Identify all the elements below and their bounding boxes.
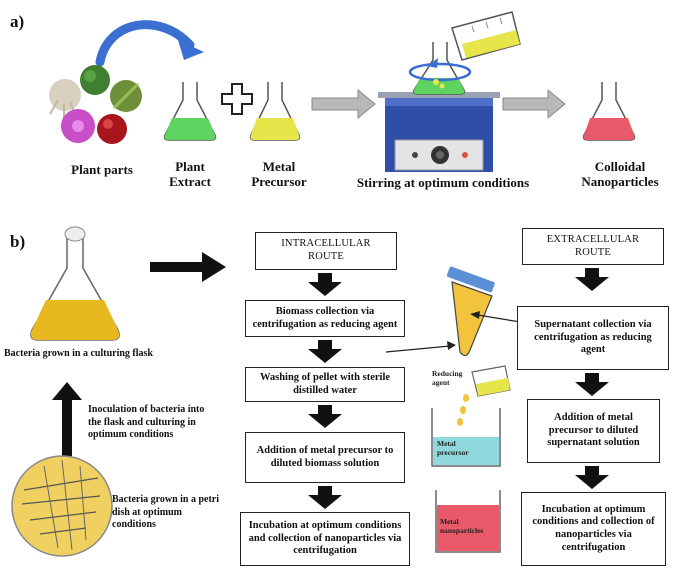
- intra-step-3: Addition of metal precursor to diluted b…: [245, 432, 405, 483]
- hotplate-stirrer: [378, 92, 500, 172]
- label-plant-extract-line1: Plant: [175, 159, 205, 174]
- extra-step-2: Addition of metal precursor to diluted s…: [527, 399, 660, 463]
- intra-step-4: Incubation at optimum conditions and col…: [240, 512, 410, 566]
- metal-precursor-flask: [249, 82, 301, 141]
- tube-to-supernatant-arrow: [477, 314, 521, 323]
- grey-arrow-2: [502, 88, 566, 120]
- metal-nanoparticles-small-line1: Metal: [440, 517, 459, 526]
- intra-step-1: Biomass collection via centrifugation as…: [245, 300, 405, 337]
- label-colloidal-line1: Colloidal: [594, 159, 646, 174]
- metal-nanoparticles-small-line2: nanoparticles: [440, 525, 484, 535]
- intracellular-title: INTRACELLULAR ROUTE: [255, 232, 397, 270]
- petri-caption: Bacteria grown in a petri dish at optimu…: [112, 494, 220, 530]
- intra-arrow-3: [308, 405, 342, 428]
- intracellular-title-line1: INTRACELLULAR: [281, 238, 371, 250]
- label-plant-extract-line2: Extract: [169, 173, 211, 189]
- intra-step-2: Washing of pellet with sterile distilled…: [245, 367, 405, 402]
- extracellular-title-line1: EXTRACELLULAR: [546, 233, 640, 245]
- curved-blue-arrow: [95, 20, 195, 67]
- metal-nanoparticles-small-label: Metal nanoparticles: [440, 517, 500, 535]
- reducing-agent-line2: agent: [432, 377, 450, 387]
- metal-precursor-beaker: [431, 408, 501, 467]
- reducing-agent-line1: Reducing: [432, 369, 463, 378]
- panel-a-label: a): [10, 12, 25, 31]
- label-metal-precursor-line1: Metal: [262, 159, 296, 174]
- plant-parts-image: [49, 65, 142, 144]
- inoculation-caption: Inoculation of bacteria into the flask a…: [88, 404, 205, 440]
- curved-arrow-head: [178, 40, 204, 60]
- extra-step-1: Supernatant collection via centrifugatio…: [517, 306, 669, 370]
- reducing-agent-beaker: [457, 365, 511, 426]
- stirring-flask: [408, 42, 472, 95]
- label-stirring: Stirring at optimum conditions: [356, 175, 530, 190]
- label-colloidal-nanoparticles: Colloidal Nanoparticles: [572, 159, 668, 190]
- extra-arrow-3: [575, 466, 609, 489]
- panel-b-label: b): [10, 232, 26, 251]
- extra-arrow-2: [575, 373, 609, 396]
- culturing-flask: [30, 226, 120, 341]
- label-colloidal-line2: Nanoparticles: [581, 173, 659, 189]
- grey-arrow-1: [311, 88, 376, 120]
- colloidal-nanoparticles-flask: [582, 82, 636, 141]
- metal-precursor-small-line1: Metal: [437, 439, 456, 448]
- plant-extract-flask: [163, 82, 217, 141]
- label-metal-precursor-line2: Precursor: [251, 173, 307, 189]
- label-plant-extract: Plant Extract: [160, 159, 220, 190]
- pouring-beaker: [451, 11, 521, 61]
- metal-precursor-small-line2: precursor: [437, 447, 469, 457]
- plus-sign: [221, 83, 253, 115]
- extracellular-title-line2: ROUTE: [575, 246, 611, 258]
- intra-arrow-4: [308, 486, 342, 509]
- metal-precursor-small-label: Metal precursor: [437, 439, 497, 457]
- flask-caption: Bacteria grown in a culturing flask: [4, 348, 153, 359]
- extra-arrow-1: [575, 268, 609, 291]
- reducing-agent-label: Reducing agent: [432, 369, 472, 387]
- extra-step-3: Incubation at optimum conditions and col…: [521, 492, 666, 566]
- black-arrow-right: [150, 252, 226, 282]
- intra-arrow-2: [308, 340, 342, 363]
- extracellular-title: EXTRACELLULAR ROUTE: [522, 228, 664, 265]
- intra-arrow-1: [308, 273, 342, 296]
- metal-nanoparticles-beaker: [435, 490, 501, 553]
- petri-dish: [11, 455, 113, 557]
- biomass-to-tube-arrow: [385, 345, 451, 353]
- intracellular-title-line2: ROUTE: [308, 251, 344, 262]
- centrifuge-tube: [446, 266, 495, 357]
- black-arrow-up: [52, 382, 82, 466]
- label-plant-parts: Plant parts: [71, 162, 133, 177]
- label-metal-precursor: Metal Precursor: [238, 159, 320, 190]
